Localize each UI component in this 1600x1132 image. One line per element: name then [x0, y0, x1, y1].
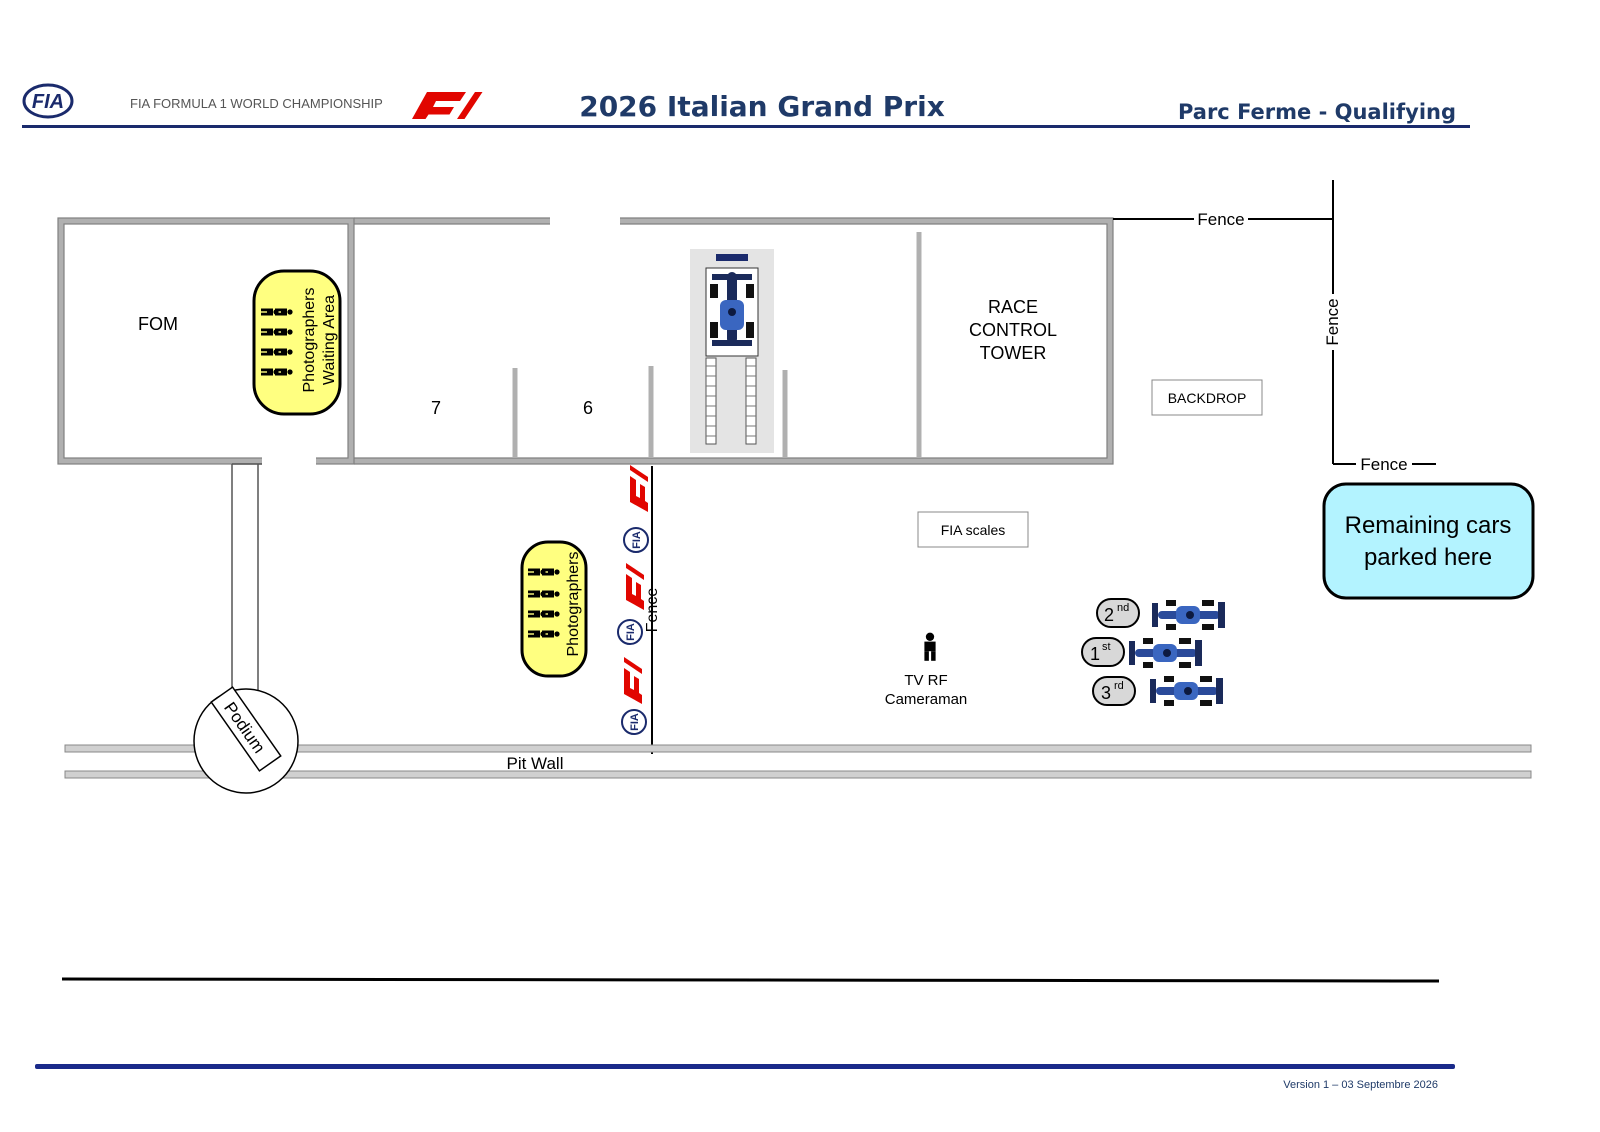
position-number: 3	[1101, 683, 1111, 703]
header: FIA FIA FORMULA 1 WORLD CHAMPIONSHIP 202…	[22, 83, 1470, 128]
podium: Podium	[193, 686, 299, 794]
remaining-label-1: Remaining cars	[1345, 512, 1512, 539]
photographers-label: Photographers	[565, 552, 582, 657]
building-walls	[58, 218, 1113, 464]
championship-name: FIA FORMULA 1 WORLD CHAMPIONSHIP	[130, 96, 383, 111]
pit-wall: Pit Wall	[64, 744, 1532, 779]
podium-walkway	[231, 463, 262, 690]
fia-logo-icon	[623, 527, 649, 553]
fia-logo-icon	[617, 619, 643, 645]
remaining-label-2: parked here	[1364, 544, 1492, 571]
branded-fence: Fence	[617, 465, 661, 754]
svg-text:RACE: RACE	[988, 297, 1038, 317]
fence-side-label: Fence	[1323, 298, 1342, 345]
position-3: 3 rd	[1092, 676, 1223, 706]
page-subtitle: Parc Ferme - Qualifying	[1178, 100, 1456, 124]
garage-dividers	[512, 232, 922, 458]
position-number: 2	[1104, 605, 1114, 625]
photographers-waiting-area: Photographers Waiting Area	[252, 269, 342, 416]
f1-logo-icon	[630, 465, 648, 512]
position-suffix: st	[1102, 641, 1111, 653]
position-number: 1	[1090, 644, 1100, 664]
fia-logo-icon: FIA	[22, 83, 74, 119]
lower-rule	[61, 977, 1440, 983]
car-icon	[1152, 600, 1225, 630]
f1-logo-icon	[412, 92, 483, 119]
person-icon	[924, 632, 936, 661]
photographers-area: Photographers	[520, 540, 588, 678]
fia-scales-label: FIA scales	[941, 522, 1006, 538]
waiting-area-label-1: Photographers	[301, 288, 318, 393]
page-title: 2026 Italian Grand Prix	[579, 90, 945, 123]
garage-6-label: 6	[583, 398, 593, 418]
pit-wall-label: Pit Wall	[507, 754, 564, 773]
tv-cameraman: TV RF Cameraman	[885, 632, 968, 708]
backdrop-box: BACKDROP	[1151, 379, 1263, 416]
f1-logo-icon	[626, 563, 644, 610]
fence-bottom-label: Fence	[1360, 455, 1407, 474]
position-suffix: nd	[1117, 602, 1129, 614]
remaining-cars-area: Remaining cars parked here	[1322, 482, 1535, 600]
svg-text:TOWER: TOWER	[980, 343, 1047, 363]
fia-scales-box: FIA scales	[917, 511, 1029, 548]
fia-logo-icon	[621, 709, 647, 735]
f1-logo-icon	[624, 657, 642, 704]
tv-label-1: TV RF	[904, 672, 947, 689]
garage-7-label: 7	[431, 398, 441, 418]
fia-logo-text: FIA	[32, 91, 64, 113]
car-icon	[710, 272, 754, 346]
position-suffix: rd	[1114, 680, 1124, 692]
tv-label-2: Cameraman	[885, 691, 968, 708]
fence-top-label: Fence	[1197, 210, 1244, 229]
waiting-area-label-2: Waiting Area	[321, 295, 338, 385]
fence-right	[1113, 180, 1436, 465]
header-rule	[22, 125, 1470, 128]
top-three-cars: 2 nd 1 st 3 rd	[1081, 598, 1225, 706]
fom-label: FOM	[138, 314, 178, 334]
fence-pit-label: Fence	[644, 588, 661, 633]
car-icon	[1129, 638, 1202, 668]
version-label: Version 1 – 03 Septembre 2026	[1283, 1079, 1438, 1091]
svg-text:CONTROL: CONTROL	[969, 320, 1057, 340]
garage-walls	[354, 218, 1113, 464]
car-icon	[1150, 676, 1223, 706]
race-control-tower-label: RACE CONTROL TOWER	[969, 297, 1057, 363]
backdrop-label: BACKDROP	[1168, 390, 1247, 406]
position-2: 2 nd	[1096, 598, 1225, 630]
car-on-ramp	[690, 249, 774, 453]
footer-rule	[35, 1064, 1455, 1069]
position-1: 1 st	[1081, 637, 1202, 668]
